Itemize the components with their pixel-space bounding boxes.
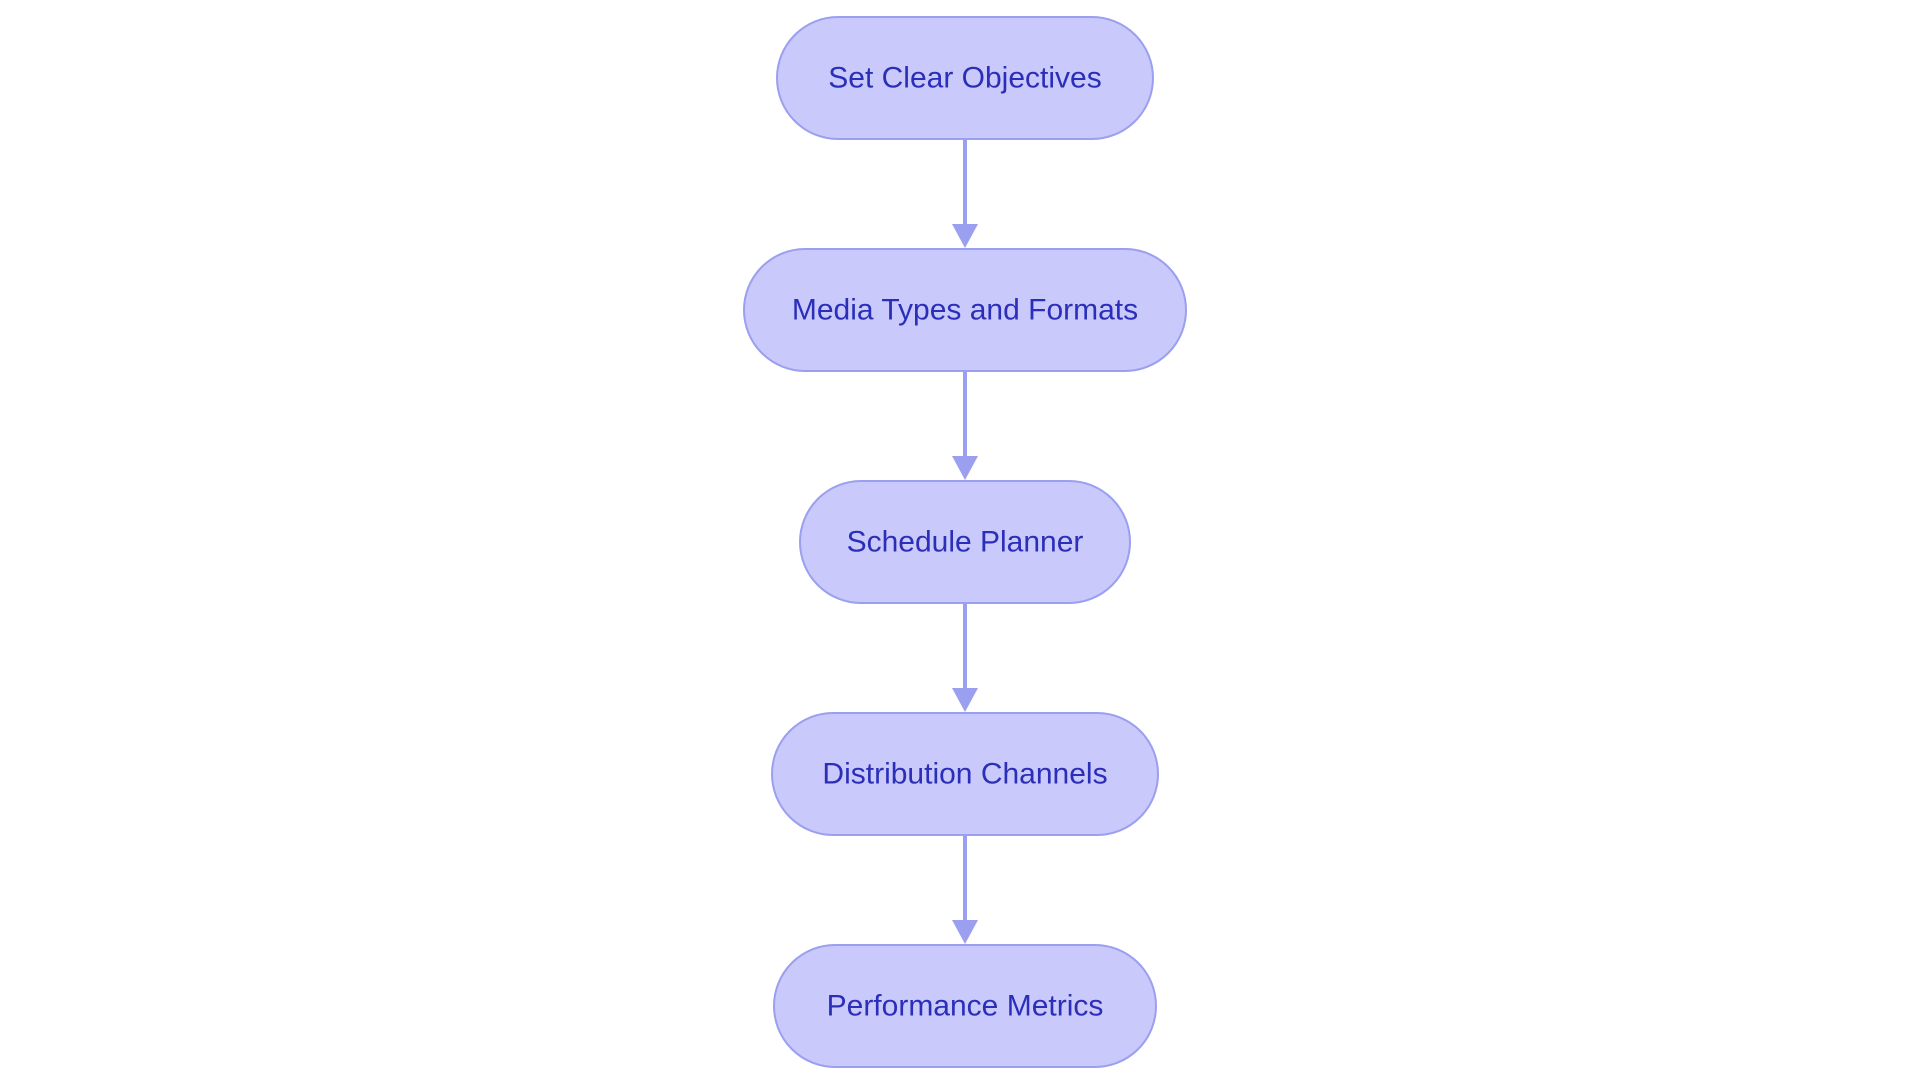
arrowhead-icon: [952, 224, 978, 248]
node-label: Set Clear Objectives: [828, 62, 1101, 95]
edge-n3-n4: [952, 604, 978, 712]
node-shape: [776, 16, 1154, 140]
edge-n1-n2: [952, 140, 978, 248]
edge-n2-n3: [952, 372, 978, 480]
node-label: Performance Metrics: [827, 990, 1104, 1023]
edge-n4-n5: [952, 836, 978, 944]
node-shape: [773, 944, 1157, 1068]
node-shape: [771, 712, 1159, 836]
node-label: Distribution Channels: [822, 758, 1107, 791]
node-schedule-planner[interactable]: Schedule Planner: [799, 480, 1131, 604]
arrowhead-icon: [952, 456, 978, 480]
arrowhead-icon: [952, 920, 978, 944]
arrowhead-icon: [952, 688, 978, 712]
node-label: Media Types and Formats: [792, 294, 1138, 327]
nodes: Set Clear Objectives Media Types and For…: [743, 16, 1187, 1068]
node-label: Schedule Planner: [847, 526, 1084, 559]
node-shape: [799, 480, 1131, 604]
node-distribution-channels[interactable]: Distribution Channels: [771, 712, 1159, 836]
edges: [952, 140, 978, 944]
node-shape: [743, 248, 1187, 372]
node-media-types-and-formats[interactable]: Media Types and Formats: [743, 248, 1187, 372]
node-performance-metrics[interactable]: Performance Metrics: [773, 944, 1157, 1068]
node-set-clear-objectives[interactable]: Set Clear Objectives: [776, 16, 1154, 140]
